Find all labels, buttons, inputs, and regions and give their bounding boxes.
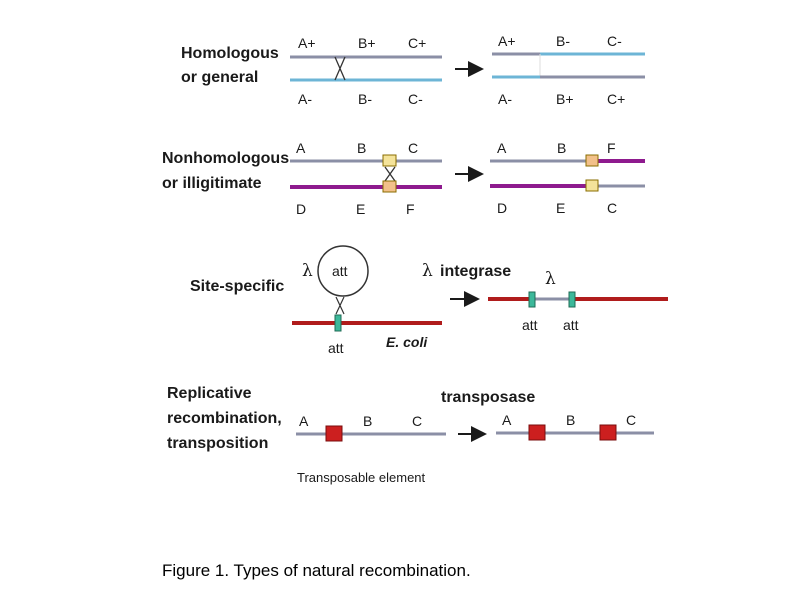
letter-c-minus: C- [408, 91, 423, 107]
result-letter-b: B [566, 412, 575, 428]
result-letter-d: D [497, 200, 507, 216]
att-site-marker [334, 314, 342, 332]
junction-site-top [382, 154, 397, 167]
result-letter-c: C [626, 412, 636, 428]
result-letter-c-minus: C- [607, 33, 622, 49]
letter-b: B [363, 413, 372, 429]
replicative-sublabel: recombination, [167, 410, 282, 427]
letter-a-minus: A- [298, 91, 312, 107]
phage-lambda-circle [317, 245, 369, 297]
letter-c: C [408, 140, 418, 156]
result-letter-e: E [556, 200, 565, 216]
letter-d: D [296, 201, 306, 217]
result-junction-bottom [585, 179, 599, 192]
homologous-panel: Homologous or general A+ B+ C+ A- B- C- … [181, 33, 645, 107]
result-letter-f: F [607, 140, 616, 156]
lambda-symbol-arrow: λ [422, 261, 433, 281]
letter-b-minus: B- [358, 91, 372, 107]
lambda-symbol: λ [302, 261, 313, 281]
letter-a-plus: A+ [298, 35, 316, 51]
crossover-mark [384, 166, 396, 182]
result-letter-a-plus: A+ [498, 33, 516, 49]
homologous-sublabel: or general [181, 69, 258, 86]
result-letter-b: B [557, 140, 566, 156]
result-junction-top [585, 154, 599, 167]
bacterial-att-label: att [328, 340, 344, 356]
letter-b: B [357, 140, 366, 156]
result-att-left-label: att [522, 317, 538, 333]
transposase-label: transposase [441, 389, 535, 406]
result-att-right-label: att [563, 317, 579, 333]
homologous-label: Homologous [181, 45, 279, 62]
phage-att-label: att [332, 263, 348, 279]
result-letter-a-minus: A- [498, 91, 512, 107]
transposable-element-label: Transposable element [297, 470, 426, 485]
ecoli-label: E. coli [386, 334, 428, 350]
replicative-panel: Replicative recombination, transposition… [167, 385, 654, 485]
crossover-mark [334, 56, 346, 81]
result-element-block-2 [599, 424, 617, 441]
result-letter-b-minus: B- [556, 33, 570, 49]
result-element-block-1 [528, 424, 546, 441]
result-letter-c-plus: C+ [607, 91, 625, 107]
integrase-label: integrase [440, 263, 511, 280]
result-letter-a: A [497, 140, 507, 156]
result-att-site-right [568, 291, 576, 308]
letter-b-plus: B+ [358, 35, 376, 51]
result-letter-c: C [607, 200, 617, 216]
replicative-label: Replicative [167, 385, 252, 402]
letter-a: A [299, 413, 309, 429]
letter-c: C [412, 413, 422, 429]
junction-site-bottom [382, 180, 397, 193]
nonhomologous-label: Nonhomologous [162, 150, 289, 167]
nonhomologous-panel: Nonhomologous or illigitimate A B C D E … [162, 140, 645, 217]
letter-f: F [406, 201, 415, 217]
letter-a: A [296, 140, 306, 156]
result-letter-b-plus: B+ [556, 91, 574, 107]
letter-e: E [356, 201, 365, 217]
result-letter-a: A [502, 412, 512, 428]
nonhomologous-sublabel: or illigitimate [162, 175, 262, 192]
transposable-element-block [325, 425, 343, 442]
figure-caption: Figure 1. Types of natural recombination… [162, 561, 471, 580]
crossover-mark [335, 296, 345, 315]
transposition-label: transposition [167, 435, 268, 452]
site-specific-panel: Site-specific λ att att E. coli λ integr… [190, 245, 668, 356]
letter-c-plus: C+ [408, 35, 426, 51]
lambda-symbol-result: λ [545, 269, 556, 289]
site-specific-label: Site-specific [190, 278, 284, 295]
result-att-site-left [528, 291, 536, 308]
